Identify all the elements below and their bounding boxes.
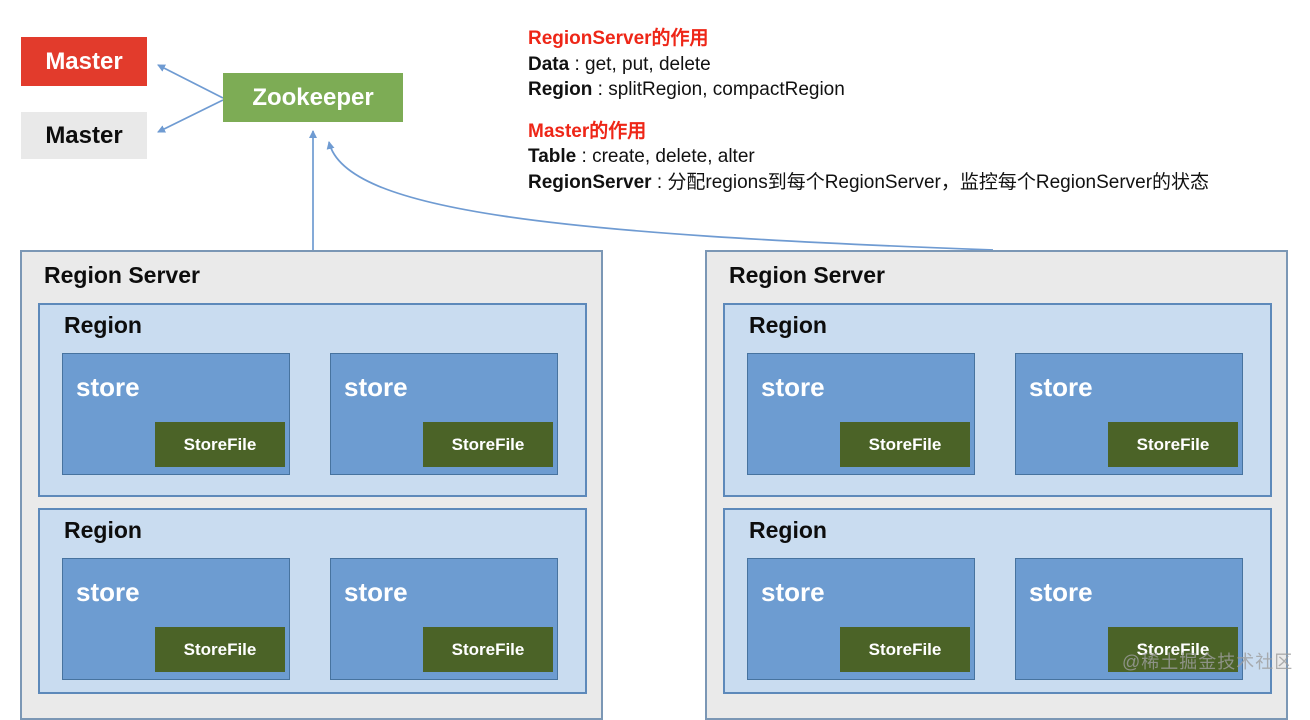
note-desc: splitRegion, compactRegion [608, 79, 845, 100]
region-box: Region store StoreFile store StoreFile [38, 303, 587, 497]
note-title-regionserver: RegionServer的作用 [528, 28, 709, 49]
region-box: Region store StoreFile store StoreFile [38, 508, 587, 694]
master-active-box: Master [21, 37, 147, 86]
store-label: store [76, 372, 140, 402]
store-label: store [1029, 577, 1093, 607]
notes-panel: RegionServer的作用 Data : get, put, delete … [528, 26, 1310, 195]
region-server-1: Region Server Region store StoreFile sto… [20, 250, 603, 720]
storefile-box: StoreFile [155, 422, 285, 467]
store-box: store StoreFile [330, 558, 558, 680]
master-standby-label: Master [45, 121, 123, 149]
note-line-region: Region : splitRegion, compactRegion [528, 77, 1310, 103]
store-box: store StoreFile [62, 558, 290, 680]
storefile-box: StoreFile [423, 422, 553, 467]
store-box: store StoreFile [747, 558, 975, 680]
note-term: Table [528, 146, 577, 167]
watermark: @稀土掘金技术社区 [1122, 652, 1294, 672]
note-title-master: Master的作用 [528, 120, 647, 142]
store-label: store [1029, 372, 1093, 402]
store-label: store [344, 372, 408, 402]
note-desc: create, delete, alter [592, 146, 755, 167]
zookeeper-label: Zookeeper [252, 83, 374, 111]
region-server-title: Region Server [729, 262, 885, 288]
storefile-box: StoreFile [155, 627, 285, 672]
storefile-label: StoreFile [183, 639, 257, 659]
storefile-label: StoreFile [868, 639, 942, 659]
arrow-zookeeper-to-master-standby [157, 99, 224, 133]
note-sep: : [576, 146, 593, 167]
note-line-table: Table : create, delete, alter [528, 144, 1310, 170]
store-box: store StoreFile [62, 353, 290, 475]
note-desc: 分配regions到每个RegionServer，监控每个RegionServe… [667, 171, 1210, 193]
storefile-label: StoreFile [451, 639, 525, 659]
note-desc: get, put, delete [585, 53, 711, 75]
region-server-title: Region Server [44, 262, 200, 288]
note-line-regionserver: RegionServer : 分配regions到每个RegionServer，… [528, 170, 1310, 196]
store-box: store StoreFile [1015, 353, 1243, 475]
note-sep: : [592, 79, 609, 100]
storefile-box: StoreFile [840, 627, 970, 672]
storefile-box: StoreFile [840, 422, 970, 467]
note-line-data: Data : get, put, delete [528, 52, 1310, 78]
store-box: store StoreFile [747, 353, 975, 475]
store-box: store StoreFile [1015, 558, 1243, 680]
store-label: store [76, 577, 140, 607]
zookeeper-box: Zookeeper [223, 73, 403, 122]
store-label: store [344, 577, 408, 607]
note-sep: : [569, 53, 586, 75]
note-term: Region [528, 79, 593, 100]
region-box: Region store StoreFile store StoreFile [723, 303, 1272, 497]
note-term: Data [528, 53, 570, 75]
master-standby-box: Master [21, 112, 147, 159]
storefile-label: StoreFile [183, 434, 257, 454]
store-label: store [761, 577, 825, 607]
region-box: Region store StoreFile store StoreFile [723, 508, 1272, 694]
region-server-2: Region Server Region store StoreFile sto… [705, 250, 1288, 720]
storefile-label: StoreFile [1136, 639, 1210, 659]
region-title: Region [64, 517, 142, 543]
storefile-box: StoreFile [1108, 627, 1238, 672]
storefile-label: StoreFile [451, 434, 525, 454]
store-box: store StoreFile [330, 353, 558, 475]
region-title: Region [749, 517, 827, 543]
storefile-box: StoreFile [1108, 422, 1238, 467]
store-label: store [761, 372, 825, 402]
master-active-label: Master [45, 47, 123, 75]
arrow-zookeeper-to-master-active [157, 64, 224, 99]
note-sep: : [651, 171, 668, 193]
storefile-box: StoreFile [423, 627, 553, 672]
storefile-label: StoreFile [1136, 434, 1210, 454]
region-title: Region [64, 312, 142, 338]
storefile-label: StoreFile [868, 434, 942, 454]
note-term: RegionServer [528, 171, 652, 193]
region-title: Region [749, 312, 827, 338]
